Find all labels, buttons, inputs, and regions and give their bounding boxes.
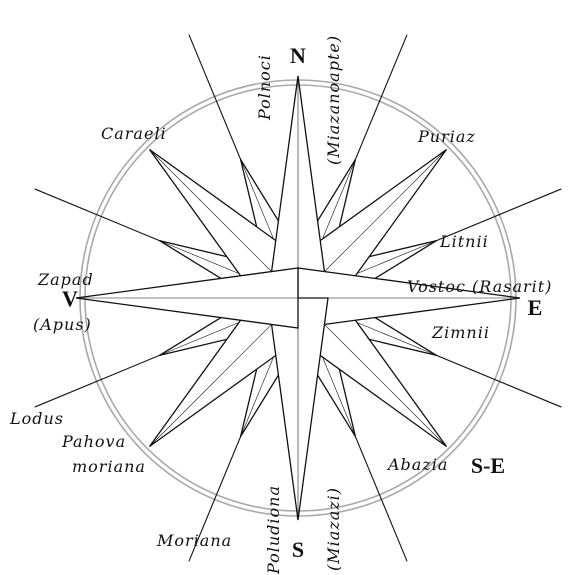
star-point-cardinal (268, 76, 328, 298)
label-miazanoapte: (Miazanoapte) (324, 35, 343, 165)
direction-west: V (62, 286, 78, 311)
label-miazazi: (Miazazi) (324, 487, 343, 571)
label-zimnii: Zimnii (431, 323, 490, 342)
label-poludiona: Poludiona (264, 485, 283, 575)
label-abazia: Abazia (386, 455, 448, 474)
label-zapad: Zapad (37, 270, 94, 289)
direction-south: S (292, 537, 304, 562)
label-litnii: Litnii (439, 232, 489, 251)
label-puriaz: Puriaz (417, 127, 476, 146)
star-point-cardinal (76, 268, 298, 328)
label-moriana: Moriana (156, 531, 232, 550)
label-vostoc: Vostoc (Rasarit) (407, 277, 552, 296)
label-apus: (Apus) (33, 315, 92, 334)
direction-southeast: S-E (471, 453, 505, 478)
label-moriana-sw: moriana (72, 457, 146, 476)
direction-east: E (528, 295, 543, 320)
label-caraeli: Caraeli (101, 124, 167, 143)
label-pahova: Pahova (61, 432, 126, 451)
label-polnoci: Polnoci (255, 54, 274, 121)
label-lodus: Lodus (9, 409, 64, 428)
direction-north: N (290, 43, 306, 68)
